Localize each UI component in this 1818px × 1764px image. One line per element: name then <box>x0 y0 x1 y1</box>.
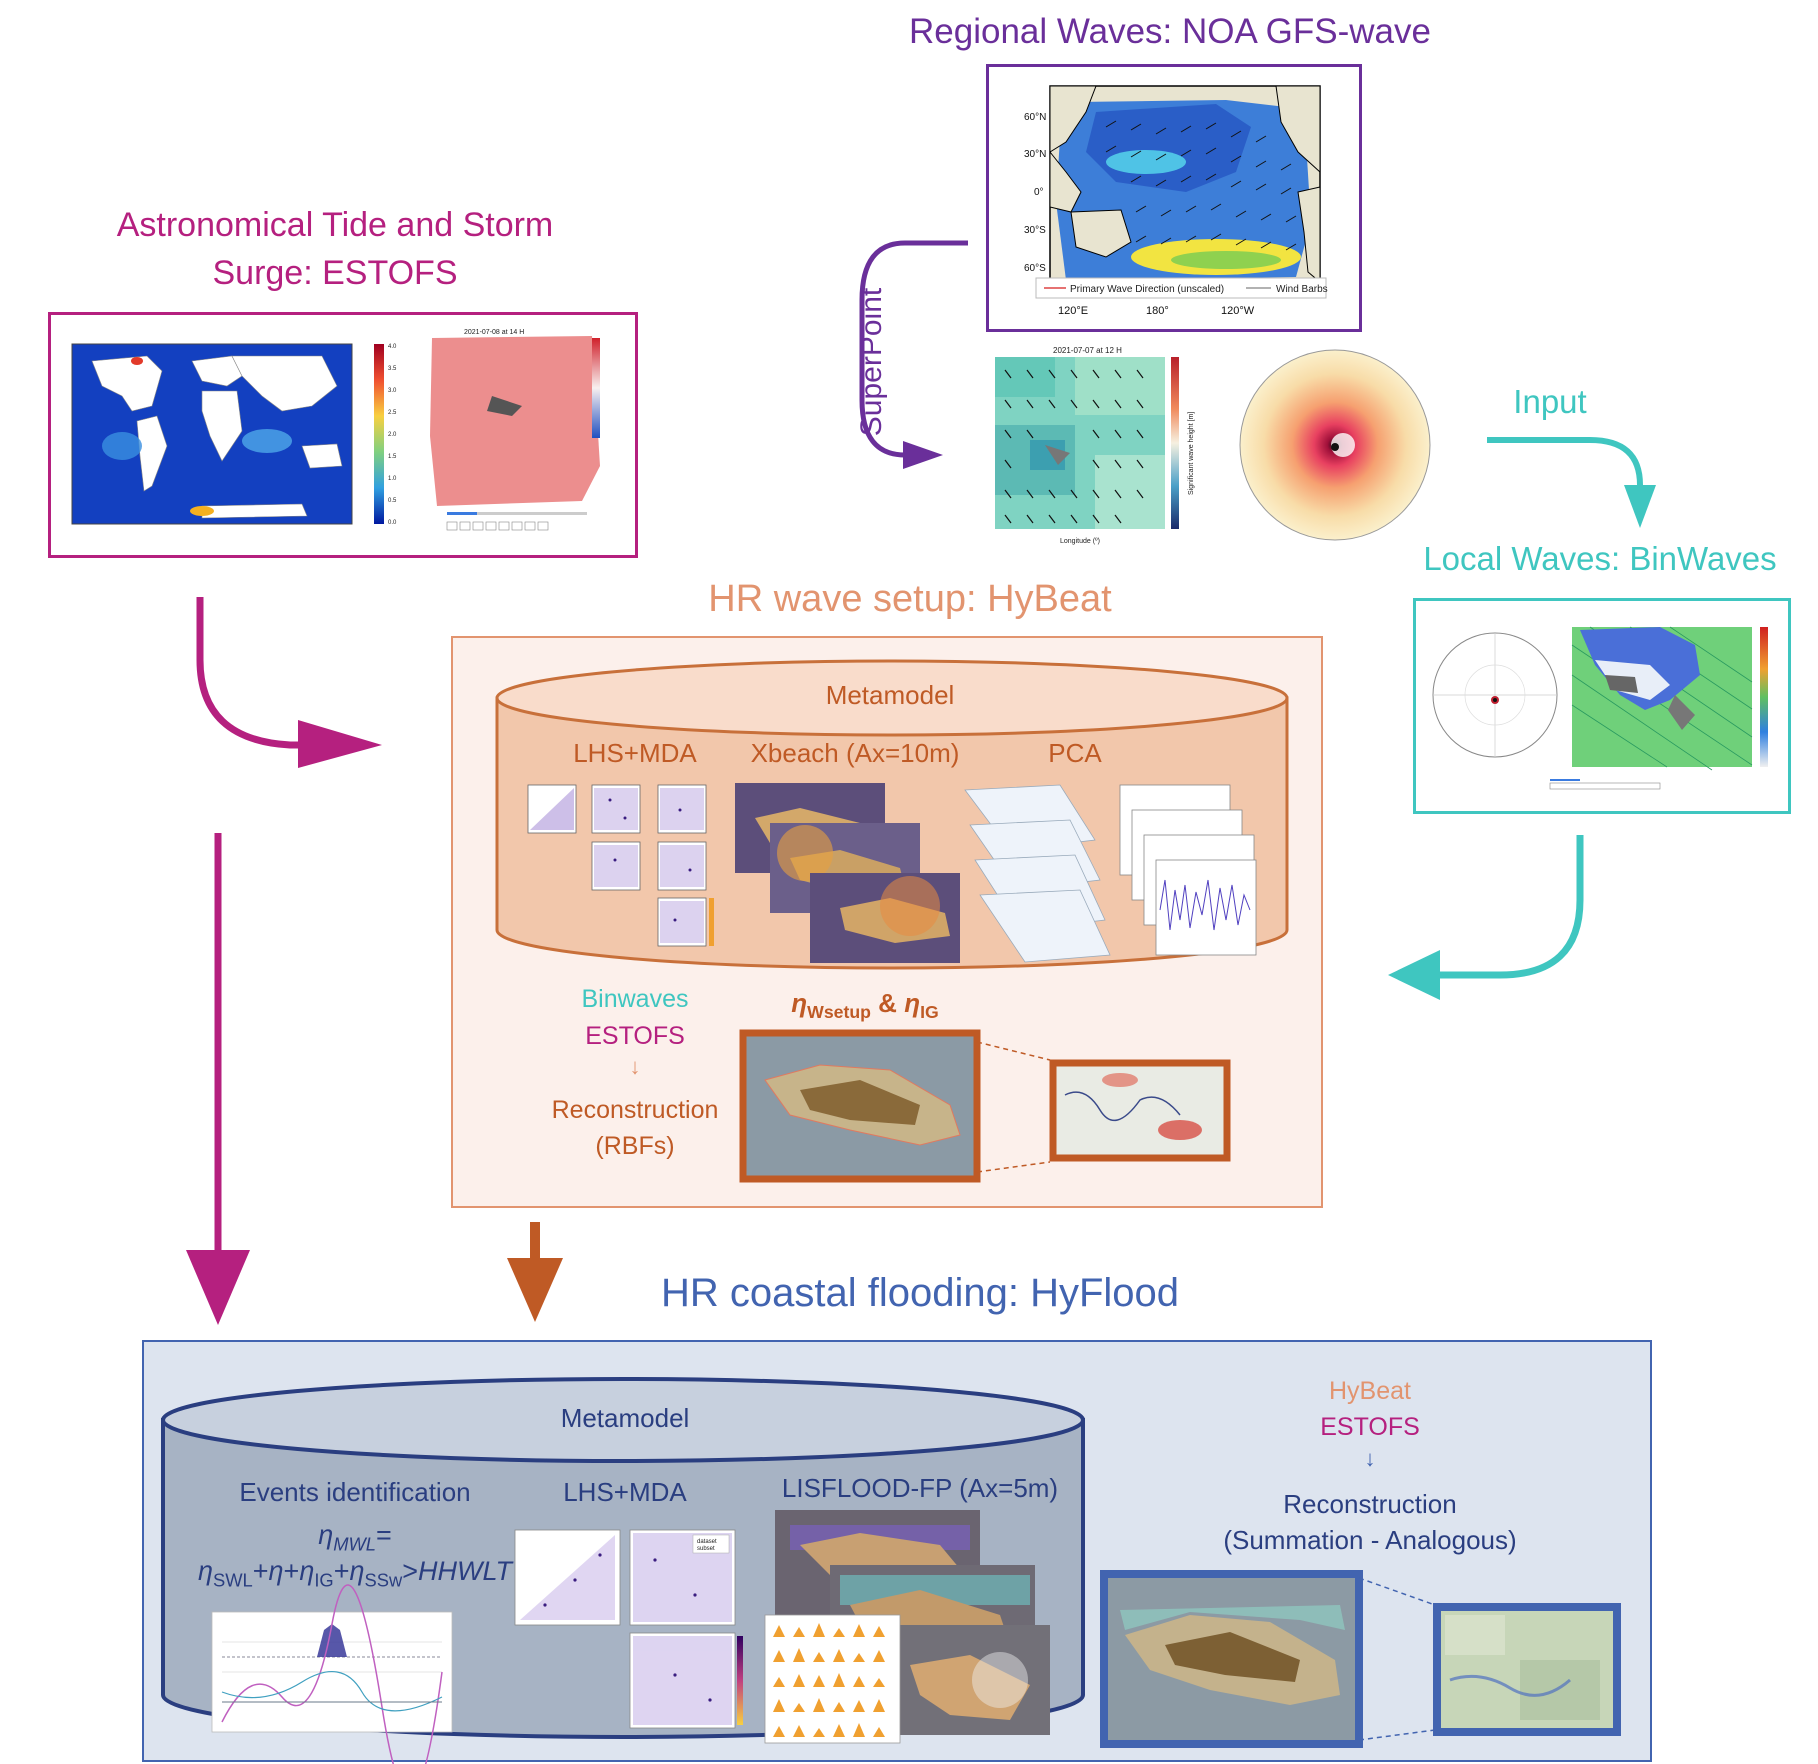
gfs-lon-label: 120°E <box>1058 305 1088 317</box>
ig-sub: IG <box>920 1002 939 1023</box>
hybeat-reconstruction-line1: Reconstruction <box>551 1096 719 1124</box>
hyflood-reconstruction-line2: (Summation - Analogous) <box>1223 1525 1517 1555</box>
estofs-cbar-tick: 0.0 <box>388 520 397 526</box>
superpoint-cbar-label: Significant wave height [m] <box>1188 412 1195 495</box>
hyflood-equation-line2: ηSWL+η+ηIG+ηSSw>HHWLT <box>170 1556 540 1591</box>
gfs-lon-label: 120°W <box>1221 305 1255 317</box>
lhs-legend-subset: subset <box>697 1546 715 1552</box>
hyflood-equation-line1: ηMWL= <box>280 1520 430 1555</box>
estofs-cbar-tick: 0.5 <box>388 498 397 504</box>
superpoint-arrow <box>859 240 968 458</box>
hyflood-estofs-label: ESTOFS <box>1320 1413 1420 1441</box>
hybeat-title: HR wave setup: HyBeat <box>708 578 1112 620</box>
swl-sub: SWL <box>212 1569 253 1591</box>
eta-symbol: η <box>268 1556 284 1586</box>
hyflood-metamodel-label: Metamodel <box>560 1403 690 1433</box>
hybeat-xbeach-maps <box>735 783 960 963</box>
hybeat-island-maps <box>739 1029 1231 1183</box>
lhs-legend-dataset: dataset <box>697 1539 717 1545</box>
superpoint-arrowhead <box>903 441 943 469</box>
input-arrowhead <box>1624 485 1656 528</box>
hyflood-hybeat-label: HyBeat <box>1329 1377 1411 1405</box>
hybeat-pca-label: PCA <box>1048 738 1102 768</box>
local-waves-title: Local Waves: BinWaves <box>1423 540 1777 577</box>
hyflood-hydrograph-grid <box>773 1623 885 1737</box>
regional-waves-title: Regional Waves: NOA GFS-wave <box>909 12 1431 51</box>
binwaves-to-hybeat-arrowhead <box>1388 950 1440 1000</box>
superpoint-plot: 2021-07-07 at 12 H Significant wave heig… <box>995 346 1195 545</box>
hyflood-island-maps <box>1100 1570 1621 1748</box>
ssw-sub: SSw <box>364 1569 403 1591</box>
eta-symbol: η <box>197 1556 213 1586</box>
gfs-wave-map: 60°N 30°N 0° 30°S 60°S Primary Wave Dire… <box>1024 85 1328 317</box>
superpoint-xlabel: Longitude (º) <box>1060 538 1100 545</box>
hyflood-down-arrow: ↓ <box>1364 1446 1376 1471</box>
eta-symbol: η <box>299 1556 315 1586</box>
ig-sub: IG <box>314 1569 334 1591</box>
hyflood-events-plot <box>211 1584 453 1764</box>
eta-symbol: η <box>904 988 921 1018</box>
eq-sign: = <box>376 1520 392 1550</box>
estofs-maps: 4.0 3.5 3.0 2.5 2.0 1.5 1.0 0.5 0.0 2021… <box>71 329 600 531</box>
hybeat-binwaves-label: Binwaves <box>581 985 689 1013</box>
binwaves-plots <box>1432 626 1768 790</box>
hhwlt-text: HHWLT <box>418 1556 513 1586</box>
estofs-to-hyflood-arrowhead <box>186 1250 250 1325</box>
mwl-sub: MWL <box>333 1533 377 1555</box>
superpoint-plot-title: 2021-07-07 at 12 H <box>1053 346 1122 355</box>
gfs-lat-label: 30°N <box>1024 149 1046 160</box>
input-arrow <box>1487 437 1643 490</box>
gfs-legend-wind: Wind Barbs <box>1276 284 1328 295</box>
hybeat-metamodel-label: Metamodel <box>825 680 955 710</box>
estofs-to-hybeat-arrowhead <box>298 720 382 768</box>
hybeat-pca-plots <box>964 784 1257 963</box>
gfs-lon-label: 180° <box>1146 305 1169 317</box>
estofs-cbar-tick: 4.0 <box>388 344 397 350</box>
superpoint-label: SuperPoint <box>855 287 888 437</box>
hyflood-title: HR coastal flooding: HyFlood <box>660 1271 1180 1315</box>
hyflood-lisflood-label: LISFLOOD-FP (Ax=5m) <box>781 1473 1059 1503</box>
estofs-title-line1: Astronomical Tide and Storm <box>116 206 554 244</box>
hybeat-to-hyflood-arrowhead <box>507 1258 563 1322</box>
plus-sign: + <box>283 1556 300 1586</box>
plus-sign: + <box>252 1556 269 1586</box>
hyflood-lhs-label: LHS+MDA <box>563 1477 687 1507</box>
input-label: Input <box>1513 383 1587 420</box>
estofs-cbar-tick: 2.5 <box>388 410 397 416</box>
eta-symbol: η <box>318 1520 334 1550</box>
binwaves-to-hybeat-arrow <box>1430 835 1584 979</box>
estofs-cbar-tick: 1.5 <box>388 454 397 460</box>
hybeat-reconstruction-line2: (RBFs) <box>595 1132 675 1160</box>
eta-symbol: η <box>349 1556 365 1586</box>
gfs-lat-label: 60°N <box>1024 112 1046 123</box>
estofs-map2-title: 2021-07-08 at 14 H <box>464 329 524 336</box>
hyflood-reconstruction-line1: Reconstruction <box>1283 1489 1457 1519</box>
hybeat-eta-formula: ηWsetup & ηIG <box>770 988 960 1023</box>
estofs-to-hybeat-arrow <box>196 597 310 749</box>
estofs-cbar-tick: 1.0 <box>388 476 397 482</box>
hybeat-down-arrow: ↓ <box>629 1054 641 1079</box>
gfs-lat-label: 30°S <box>1024 225 1046 236</box>
hybeat-xbeach-label: Xbeach (Ax=10m) <box>750 738 960 768</box>
gfs-lat-label: 60°S <box>1024 263 1046 274</box>
estofs-cbar-tick: 3.5 <box>388 366 397 372</box>
estofs-title-line2: Surge: ESTOFS <box>212 254 458 292</box>
hybeat-lhs-thumbnails <box>527 784 714 947</box>
hyflood-lhs-thumbnails: dataset subset <box>514 1529 743 1729</box>
eta-symbol: η <box>791 988 808 1018</box>
amp-text: & <box>870 988 905 1018</box>
gfs-legend-primary: Primary Wave Direction (unscaled) <box>1070 284 1224 295</box>
hybeat-lhs-label: LHS+MDA <box>573 738 697 768</box>
hybeat-estofs-label: ESTOFS <box>585 1022 685 1050</box>
estofs-cbar-tick: 3.0 <box>388 388 397 394</box>
plus-sign: + <box>333 1556 350 1586</box>
estofs-cbar-tick: 2.0 <box>388 432 397 438</box>
wsetup-sub: Wsetup <box>807 1002 871 1023</box>
hyflood-events-label: Events identification <box>239 1477 471 1507</box>
gt-sign: > <box>402 1556 419 1586</box>
polar-spectrum <box>1239 349 1431 541</box>
gfs-lat-label: 0° <box>1034 187 1044 198</box>
